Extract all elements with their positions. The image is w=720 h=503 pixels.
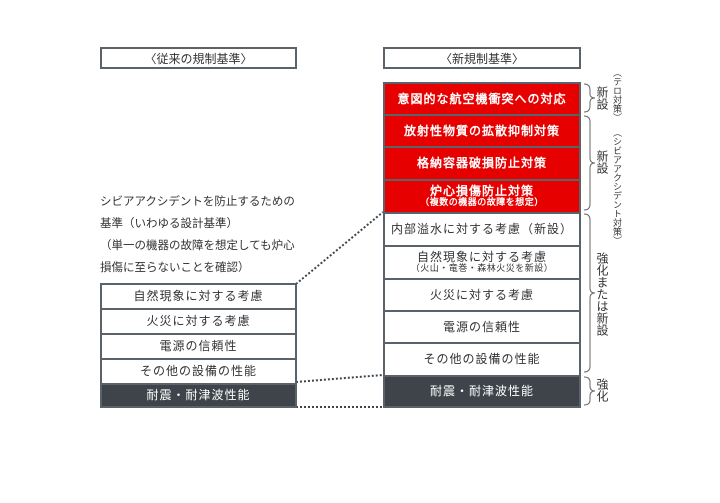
row-label: 内部溢水に対する考慮（新設） bbox=[390, 222, 573, 237]
label-new-sa: 新設 bbox=[595, 150, 609, 174]
row-sublabel: （複数の機器の故障を想定） bbox=[420, 198, 544, 209]
row-label: 電源の信頼性 bbox=[442, 319, 521, 334]
row-label: 意図的な航空機衝突への対応 bbox=[397, 91, 567, 106]
new-row-fire: 火災に対する考慮 bbox=[385, 280, 579, 312]
note-line: （単一の機器の故障を想定しても炉心 bbox=[100, 238, 295, 252]
row-label: 放射性物質の拡散抑制対策 bbox=[403, 123, 560, 138]
new-row-natural: 自然現象に対する考慮（火山・竜巻・森林火災を新設） bbox=[385, 247, 579, 280]
new-row-flooding: 内部溢水に対する考慮（新設） bbox=[385, 214, 579, 247]
new-standards-header: 〈新規制基準〉 bbox=[383, 47, 581, 69]
label-strengthen: 強化 bbox=[595, 378, 609, 402]
new-row-containment: 格納容器破損防止対策 bbox=[385, 148, 579, 181]
row-label: 耐震・耐津波性能 bbox=[429, 384, 534, 399]
label-new-terror: 新設 bbox=[595, 86, 609, 110]
label-sa-note: （シビアアクシデント対策） bbox=[611, 128, 621, 245]
old-standards-header: 〈従来の規制基準〉 bbox=[100, 47, 297, 69]
new-row-seismic: 耐震・耐津波性能 bbox=[385, 377, 579, 406]
design-basis-note: シビアアクシデントを防止するための 基準（いわゆる設計基準） （単一の機器の故障… bbox=[100, 190, 295, 278]
label-strengthen-or-new: 強化または新設 bbox=[595, 252, 609, 336]
old-standards-stack: 自然現象に対する考慮 火災に対する考慮 電源の信頼性 その他の設備の性能 耐震・… bbox=[100, 283, 297, 408]
old-row-natural: 自然現象に対する考慮 bbox=[102, 285, 295, 310]
dotted-connector-middle bbox=[295, 374, 384, 383]
new-row-other: その他の設備の性能 bbox=[385, 344, 579, 377]
row-label: 火災に対する考慮 bbox=[429, 287, 534, 302]
old-row-power: 電源の信頼性 bbox=[102, 335, 295, 360]
row-label: その他の設備の性能 bbox=[423, 352, 541, 367]
old-row-fire: 火災に対する考慮 bbox=[102, 310, 295, 335]
brace-strengthen-or-new bbox=[583, 213, 596, 373]
row-label: 格納容器破損防止対策 bbox=[416, 156, 547, 171]
brace-severe-accident bbox=[583, 115, 596, 211]
new-row-power: 電源の信頼性 bbox=[385, 312, 579, 344]
brace-strengthen bbox=[583, 376, 596, 406]
new-row-core-damage: 炉心損傷防止対策（複数の機器の故障を想定） bbox=[385, 181, 579, 214]
new-standards-stack: 意図的な航空機衝突への対応 放射性物質の拡散抑制対策 格納容器破損防止対策 炉心… bbox=[383, 82, 581, 408]
note-line: シビアアクシデントを防止するための bbox=[100, 194, 295, 208]
row-label: 自然現象に対する考慮 bbox=[416, 249, 547, 264]
row-label: 炉心損傷防止対策 bbox=[429, 183, 534, 198]
note-line: 損傷に至らないことを確認） bbox=[100, 260, 250, 274]
old-row-seismic: 耐震・耐津波性能 bbox=[102, 385, 295, 406]
note-line: 基準（いわゆる設計基準） bbox=[100, 216, 238, 230]
new-row-diffusion: 放射性物質の拡散抑制対策 bbox=[385, 116, 579, 148]
brace-terror bbox=[583, 83, 596, 113]
old-row-other: その他の設備の性能 bbox=[102, 360, 295, 385]
row-sublabel: （火山・竜巻・森林火災を新設） bbox=[410, 264, 554, 275]
label-terror-note: （テロ対策） bbox=[611, 68, 621, 122]
new-row-aircraft: 意図的な航空機衝突への対応 bbox=[385, 84, 579, 116]
dotted-connector-top bbox=[295, 211, 384, 285]
